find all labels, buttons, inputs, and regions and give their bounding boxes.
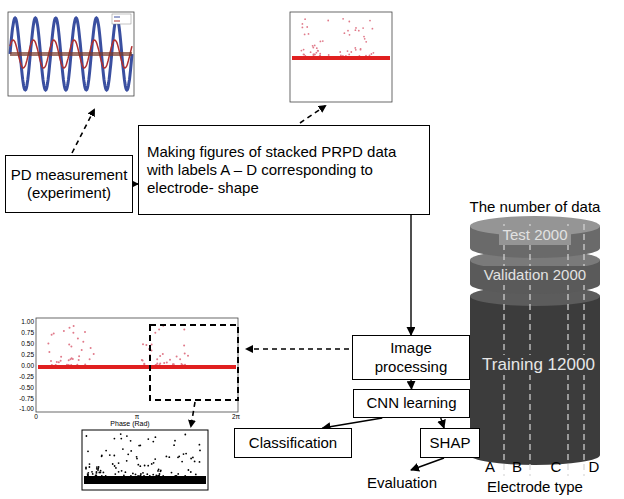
process-box: CNN learning: [353, 389, 470, 418]
node-text: Training 12000: [479, 355, 598, 376]
axis-label: 0.75: [10, 329, 34, 336]
node-text: PD measurement (experiment): [10, 166, 128, 203]
process-box: SHAP: [420, 428, 480, 458]
text-wrap: Evaluation: [367, 474, 437, 492]
text-wrap: Image processing: [357, 339, 465, 376]
node-text: Evaluation: [367, 474, 437, 492]
process-box: Image processing: [352, 335, 470, 380]
text-wrap: Validation 2000: [481, 266, 589, 284]
text-wrap: Classification: [249, 434, 337, 452]
node-text: Image processing: [357, 339, 465, 376]
axis-label: -1.00: [10, 405, 34, 412]
data-cylinder: [470, 216, 600, 476]
flow-arrow: [411, 458, 444, 470]
annotation: C: [549, 459, 563, 476]
flow-arrow: [410, 380, 412, 389]
axis-label: -0.75: [10, 395, 34, 402]
data-segment: Test 2000: [478, 222, 592, 249]
result-text: Evaluation: [357, 470, 447, 497]
annotation: The number of data: [455, 199, 615, 216]
node-text: Test 2000: [499, 226, 570, 244]
prpd-plot: [290, 12, 392, 102]
text-wrap: Test 2000: [499, 226, 570, 244]
axis-label: 0.25: [10, 351, 34, 358]
node-text: SHAP: [430, 434, 471, 452]
axis-label: -0.50: [10, 384, 34, 391]
axis-label: Phase (Rad): [100, 420, 160, 428]
process-box: Classification: [234, 428, 352, 458]
axis-label: 0.00: [10, 362, 34, 369]
process-box: PD measurement (experiment): [5, 155, 133, 213]
text-wrap: SHAP: [430, 434, 471, 452]
annotation: D: [587, 459, 601, 476]
axis-label: -0.25: [10, 373, 34, 380]
text-wrap: Training 12000: [479, 355, 598, 376]
node-text: Validation 2000: [481, 266, 589, 284]
axis-label: 1.00: [10, 318, 34, 325]
node-text: Making figures of stacked PRPD data with…: [147, 143, 421, 198]
flow-arrow: [410, 215, 411, 335]
flow-arrow: [323, 418, 383, 428]
axis-label: π: [131, 413, 143, 420]
prpd-plot: [36, 318, 238, 412]
text-wrap: Making figures of stacked PRPD data with…: [147, 143, 421, 198]
annotation: Electrode type: [465, 479, 605, 496]
text-wrap: PD measurement (experiment): [10, 166, 128, 203]
process-box: Making figures of stacked PRPD data with…: [138, 125, 430, 215]
axis-label: 0: [30, 413, 42, 420]
flow-arrow: [441, 418, 444, 428]
node-text: CNN learning: [366, 394, 456, 412]
axis-label: 0.50: [10, 340, 34, 347]
waveform-plot: [8, 12, 134, 96]
zoom-crop: [82, 430, 208, 490]
axis-label: 2π: [228, 413, 244, 420]
node-text: Classification: [249, 434, 337, 452]
annotation: A: [483, 459, 497, 476]
text-wrap: CNN learning: [366, 394, 456, 412]
data-segment: Training 12000: [474, 350, 603, 380]
annotation: B: [510, 459, 524, 476]
data-segment: Validation 2000: [474, 262, 596, 289]
